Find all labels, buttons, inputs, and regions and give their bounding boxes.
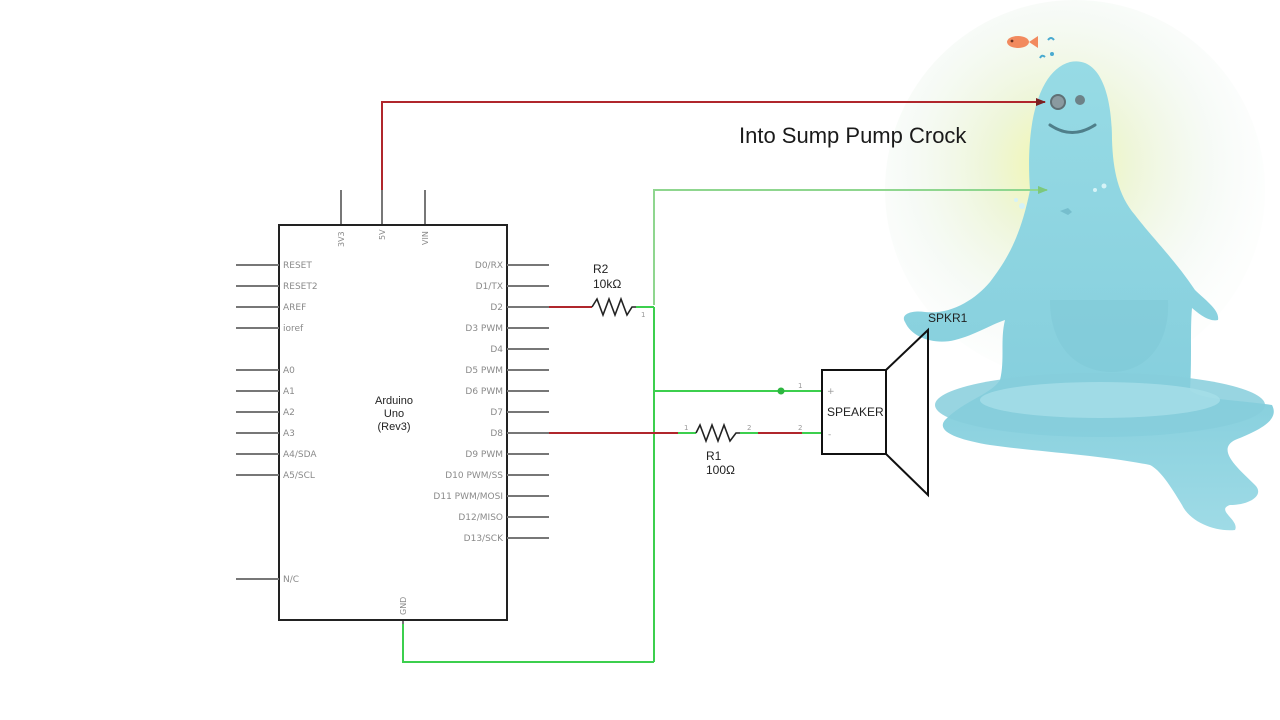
left-pin-label: RESET (283, 261, 312, 271)
r2-value: 10kΩ (593, 277, 621, 291)
board-name-line2: Uno (384, 408, 404, 420)
left-pin-label: N/C (283, 575, 299, 585)
right-pin-label: D2 (490, 303, 503, 313)
right-pin-label: D10 PWM/SS (445, 471, 503, 481)
r1-value: 100Ω (706, 463, 735, 477)
left-pin-label: A1 (283, 387, 295, 397)
r2-pin1: 1 (641, 311, 645, 319)
wire-gnd (402, 622, 654, 663)
left-pin-label: A4/SDA (283, 450, 317, 460)
board-name-line1: Arduino (375, 395, 413, 407)
r1-pin1: 1 (684, 424, 688, 432)
left-pin-label: A0 (283, 366, 295, 376)
pin-gnd-label: GND (399, 597, 408, 615)
left-pin-label: A2 (283, 408, 295, 418)
right-pin-label: D3 PWM (465, 324, 503, 334)
resistor-r2: R2 10kΩ 1 (591, 262, 645, 319)
left-pin-label: A3 (283, 429, 295, 439)
arduino-board: 3V3 5V VIN GND Arduino Uno (Rev3) RESETR… (236, 190, 549, 624)
speaker-label: SPEAKER (827, 405, 884, 419)
pin-5v-label: 5V (378, 229, 387, 240)
speaker-plus: + (827, 387, 835, 397)
annotation-label: Into Sump Pump Crock (739, 123, 967, 148)
water-drops-icon (1039, 37, 1055, 59)
junction-dot (777, 387, 785, 395)
left-pin-label: ioref (283, 324, 304, 334)
r1-pin2: 2 (747, 424, 751, 432)
speaker: SPEAKER SPKR1 + - 1 2 (798, 311, 968, 498)
r2-ref: R2 (593, 262, 609, 276)
right-pin-label: D7 (490, 408, 503, 418)
pin-vin-label: VIN (421, 231, 430, 245)
speaker-ref: SPKR1 (928, 311, 968, 325)
ghost-mascot (885, 0, 1274, 531)
right-pin-label: D6 PWM (465, 387, 503, 397)
wire-5v-probe (381, 98, 1046, 222)
speaker-pin2: 2 (798, 424, 802, 432)
right-pin-label: D4 (490, 345, 503, 355)
right-pin-label: D11 PWM/MOSI (433, 492, 503, 502)
left-pin-label: AREF (283, 303, 306, 313)
right-pin-label: D9 PWM (465, 450, 503, 460)
resistor-r1: R1 100Ω 1 2 (684, 422, 751, 477)
right-pin-label: D13/SCK (464, 534, 504, 544)
left-pin-label: RESET2 (283, 282, 318, 292)
right-pin-label: D5 PWM (465, 366, 503, 376)
right-pin-label: D8 (490, 429, 503, 439)
fish-icon (1007, 36, 1038, 48)
r1-ref: R1 (706, 449, 722, 463)
board-name-line3: (Rev3) (377, 421, 410, 433)
right-pin-label: D12/MISO (458, 513, 503, 523)
speaker-pin1: 1 (798, 382, 802, 390)
pin-3v3-label: 3V3 (337, 231, 346, 247)
wire-d2-probe (653, 186, 1048, 305)
speaker-minus: - (828, 430, 831, 440)
left-pin-label: A5/SCL (283, 471, 315, 481)
right-pin-label: D0/RX (475, 261, 503, 271)
right-pin-label: D1/TX (476, 282, 503, 292)
